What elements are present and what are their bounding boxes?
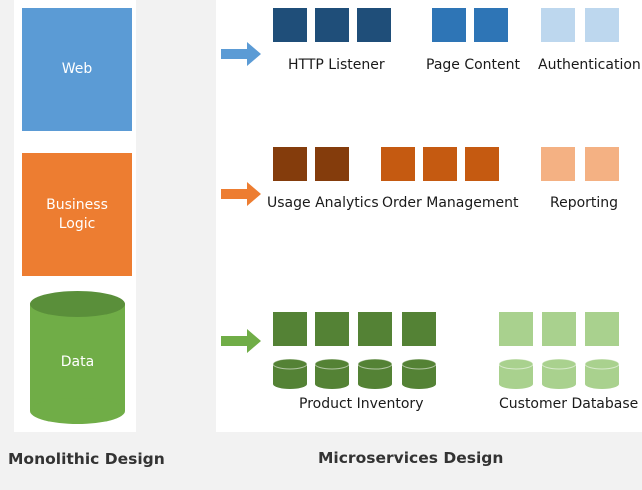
customer-database-service [585, 312, 619, 346]
order-management-service [381, 147, 415, 181]
order-management-service [465, 147, 499, 181]
product-inventory-label: Product Inventory [299, 396, 424, 412]
customer-database-label: Customer Database [499, 396, 639, 412]
product-inventory-db-cylinder [315, 359, 349, 389]
customer-database-service [499, 312, 533, 346]
microservices-design-caption: Microservices Design [318, 449, 504, 467]
authentication-service [585, 8, 619, 42]
reporting-service [585, 147, 619, 181]
http-listener-service [273, 8, 307, 42]
http-listener-service [315, 8, 349, 42]
arrow-right-icon [221, 329, 261, 353]
page-content-service [474, 8, 508, 42]
mono-data-label: Data [60, 354, 95, 370]
usage-analytics-label: Usage Analytics [267, 195, 379, 211]
customer-database-db-cylinder [542, 359, 576, 389]
customer-database-db-cylinder [499, 359, 533, 389]
product-inventory-db-cylinder [402, 359, 436, 389]
order-management-service [423, 147, 457, 181]
product-inventory-db-cylinder [273, 359, 307, 389]
customer-database-service [542, 312, 576, 346]
authentication-label: Authentication [538, 57, 641, 73]
product-inventory-service [273, 312, 307, 346]
order-management-label: Order Management [382, 195, 519, 211]
reporting-label: Reporting [550, 195, 619, 211]
usage-analytics-service [273, 147, 307, 181]
http-listener-service [357, 8, 391, 42]
monolithic-design-caption: Monolithic Design [8, 450, 165, 468]
arrow-right-icon [221, 42, 261, 66]
authentication-service [541, 8, 575, 42]
arrow-right-icon [221, 182, 261, 206]
http-listener-label: HTTP Listener [288, 57, 385, 73]
product-inventory-service [358, 312, 392, 346]
reporting-service [541, 147, 575, 181]
page-content-label: Page Content [426, 57, 521, 73]
product-inventory-service [402, 312, 436, 346]
usage-analytics-service [315, 147, 349, 181]
mono-web-block: Web [22, 8, 132, 131]
mono-business-logic-block: Business Logic [22, 153, 132, 276]
customer-database-db-cylinder [585, 359, 619, 389]
page-content-service [432, 8, 466, 42]
mono-data-cylinder [30, 291, 125, 424]
product-inventory-service [315, 312, 349, 346]
product-inventory-db-cylinder [358, 359, 392, 389]
